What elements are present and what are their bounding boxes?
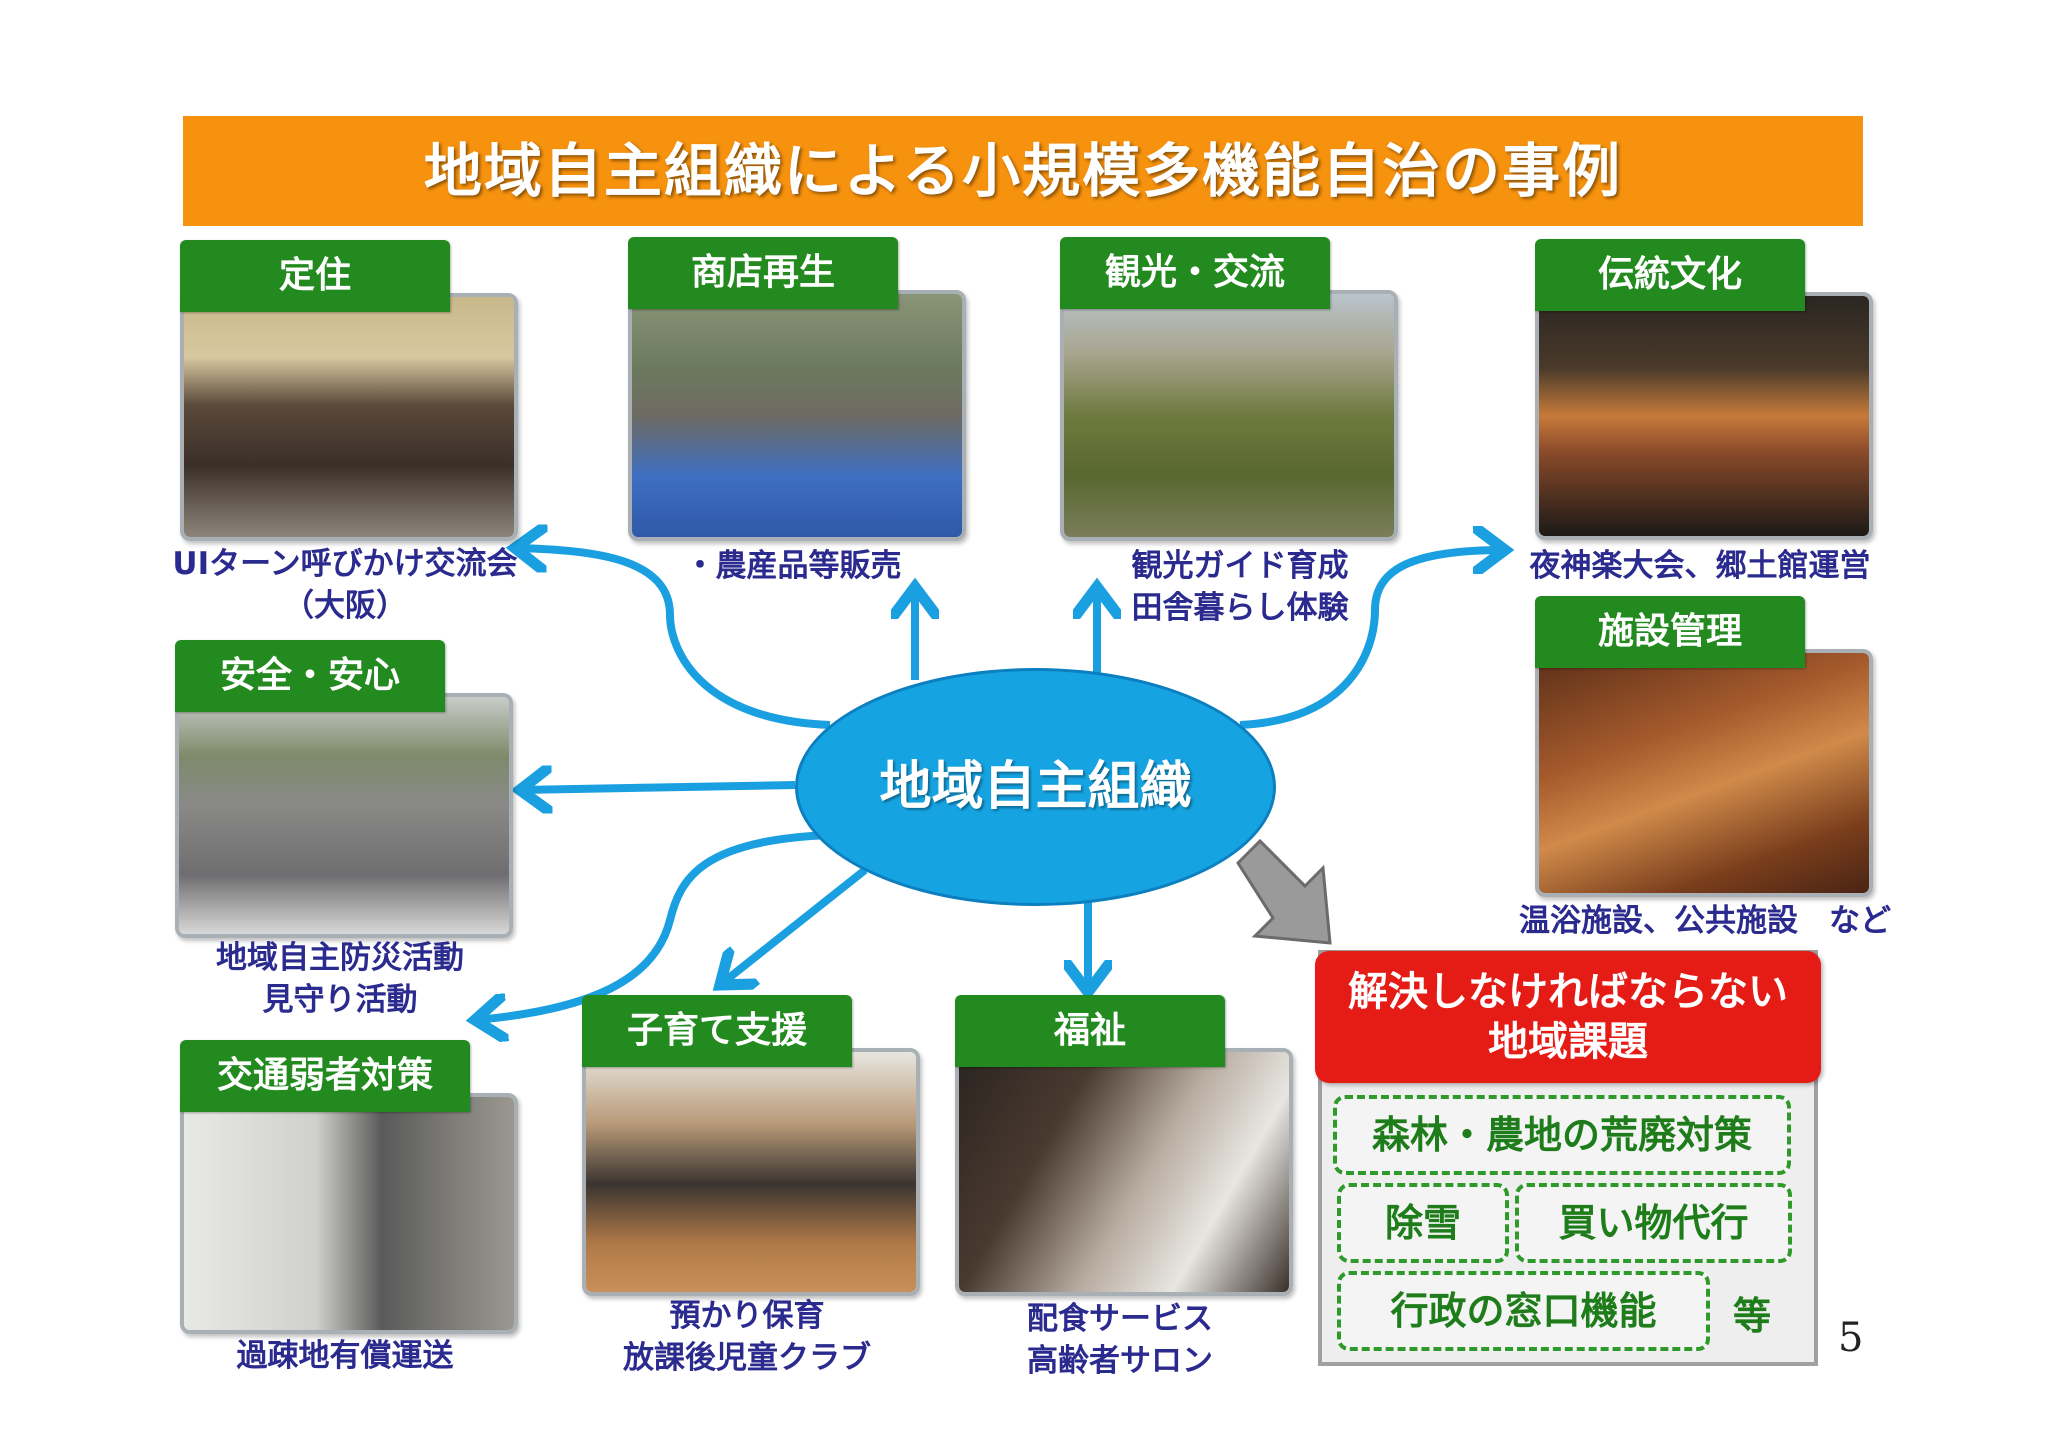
photo-shisetsu bbox=[1535, 649, 1873, 897]
photo-kankou bbox=[1060, 290, 1398, 541]
arrow-kosodate bbox=[720, 866, 868, 985]
photo-kosodate bbox=[582, 1048, 920, 1296]
label-teijuu: 定住 bbox=[180, 240, 450, 312]
issues-heading: 解決しなければならない地域課題 bbox=[1315, 951, 1821, 1083]
caption-kotsu: 過疎地有償運送 bbox=[236, 1338, 454, 1374]
photo-teijuu bbox=[180, 293, 518, 541]
grey-down-right-arrow bbox=[1236, 838, 1332, 945]
arrow-kotsu bbox=[475, 831, 831, 1020]
arrow-teijuu bbox=[515, 548, 831, 729]
center-organization: 地域自主組織 bbox=[795, 668, 1276, 906]
photo-anzen bbox=[175, 693, 513, 938]
issue-item: 森林・農地の荒廃対策 bbox=[1333, 1095, 1791, 1175]
caption-teijuu: UIターン呼びかけ交流会（大阪） bbox=[172, 546, 518, 624]
caption-shoten: ・農産品等販売 bbox=[684, 548, 902, 584]
issue-item: 買い物代行 bbox=[1515, 1183, 1792, 1263]
label-anzen: 安全・安心 bbox=[175, 640, 445, 712]
label-fukushi: 福祉 bbox=[955, 995, 1225, 1067]
label-kankou: 観光・交流 bbox=[1060, 237, 1330, 309]
caption-fukushi: 配食サービス高齢者サロン bbox=[1027, 1301, 1213, 1379]
issues-suffix: 等 bbox=[1733, 1294, 1772, 1338]
photo-fukushi bbox=[955, 1048, 1293, 1296]
caption-shisetsu: 温浴施設、公共施設 など bbox=[1519, 903, 1891, 939]
page-number: 5 bbox=[1838, 1315, 1864, 1361]
caption-dentou: 夜神楽大会、郷土館運営 bbox=[1529, 548, 1871, 584]
caption-kosodate: 預かり保育放課後児童クラブ bbox=[623, 1298, 871, 1376]
photo-shoten bbox=[628, 290, 966, 541]
label-shoten: 商店再生 bbox=[628, 237, 898, 309]
arrow-dentou bbox=[1239, 550, 1505, 729]
caption-kankou: 観光ガイド育成田舎暮らし体験 bbox=[1131, 548, 1349, 626]
photo-dentou bbox=[1535, 292, 1873, 540]
label-dentou: 伝統文化 bbox=[1535, 239, 1805, 311]
label-shisetsu: 施設管理 bbox=[1535, 596, 1805, 668]
issue-item: 除雪 bbox=[1337, 1183, 1509, 1263]
issue-item: 行政の窓口機能 bbox=[1337, 1271, 1710, 1351]
label-kotsu: 交通弱者対策 bbox=[180, 1040, 470, 1112]
label-kosodate: 子育て支援 bbox=[582, 995, 852, 1067]
arrow-anzen bbox=[520, 785, 796, 790]
page-title: 地域自主組織による小規模多機能自治の事例 bbox=[423, 137, 1623, 205]
center-label: 地域自主組織 bbox=[879, 757, 1192, 817]
photo-kotsu bbox=[180, 1093, 518, 1334]
caption-anzen: 地域自主防災活動見守り活動 bbox=[216, 940, 464, 1018]
title-bar: 地域自主組織による小規模多機能自治の事例 bbox=[183, 116, 1863, 226]
